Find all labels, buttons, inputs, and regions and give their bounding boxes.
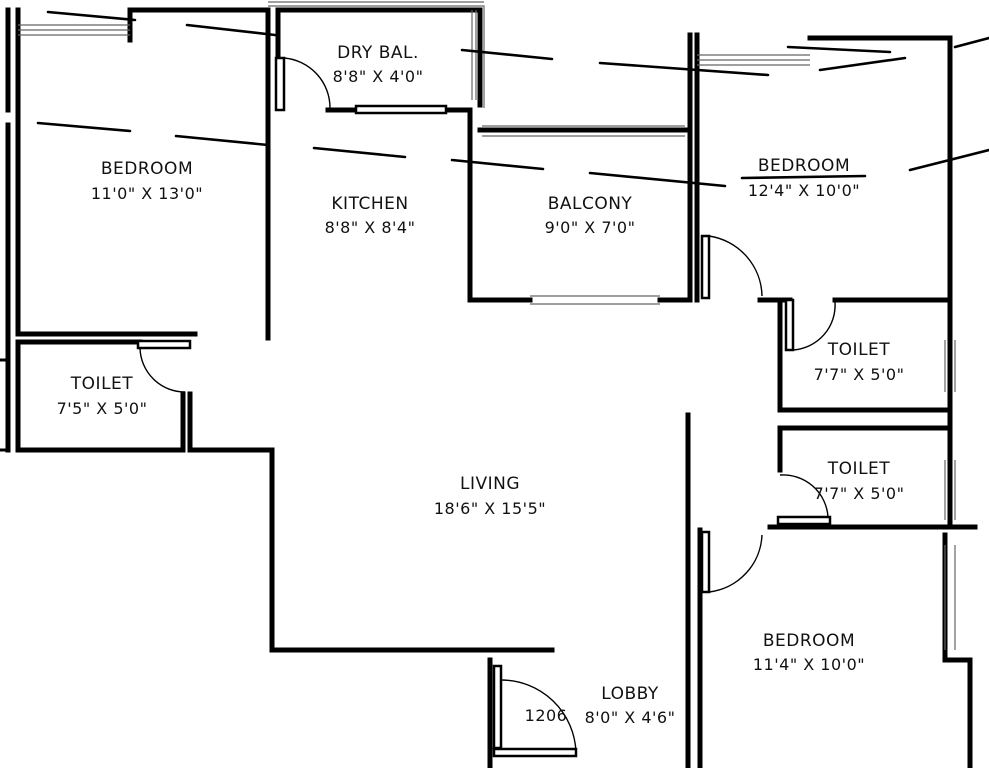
door-main-threshold (492, 747, 578, 758)
room-dim-bedroom-right: 12'4" X 10'0" (748, 181, 860, 200)
window-balcony-bottom (530, 295, 660, 305)
window-bedroom-right (697, 54, 810, 66)
room-labels: BEDROOM 11'0" X 13'0" DRY BAL. 8'8" X 4'… (57, 43, 905, 727)
door-arc-bedroom-right (708, 235, 763, 297)
room-dim-balcony: 9'0" X 7'0" (545, 218, 636, 237)
door-tag: 1206 (525, 706, 568, 725)
room-dim-living: 18'6" X 15'5" (434, 499, 546, 518)
wall-bedroom-left-top (127, 7, 271, 341)
room-name-living: LIVING (460, 474, 520, 494)
room-name-dry-balcony: DRY BAL. (337, 43, 419, 63)
windows (18, 1, 956, 650)
window-toilet-right-1 (944, 340, 956, 392)
room-name-balcony: BALCONY (548, 194, 633, 214)
doors (136, 56, 836, 758)
room-dim-lobby: 8'0" X 4'6" (585, 708, 676, 727)
door-arc-toilet-left (139, 347, 186, 393)
wall-left-stub (0, 358, 8, 452)
door-dry-balcony (274, 56, 286, 112)
door-toilet-right-1 (784, 298, 795, 352)
wall-bedroom-right (807, 35, 953, 528)
door-arc-toilet-right-2 (779, 474, 829, 518)
wall-toilet-right-1 (777, 297, 948, 413)
door-main-entrance (492, 664, 503, 750)
room-name-bedroom-bottom: BEDROOM (763, 631, 855, 651)
room-name-lobby: LOBBY (601, 684, 659, 704)
window-toilet-right-2 (944, 460, 956, 520)
room-dim-toilet-left: 7'5" X 5'0" (57, 399, 148, 418)
door-bedroom-right (700, 234, 711, 300)
room-dim-dry-balcony: 8'8" X 4'0" (333, 67, 424, 86)
room-dim-bedroom-left: 11'0" X 13'0" (91, 184, 203, 203)
window-balcony-top (482, 125, 685, 137)
door-arc-dry-balcony (283, 57, 331, 109)
wall-dry-balcony (275, 7, 483, 108)
wall-bedroom-bottom-right (942, 532, 973, 768)
overlay-lines (36, 10, 989, 188)
wall-living-left (187, 391, 555, 653)
room-name-toilet-left: TOILET (70, 374, 133, 394)
door-bedroom-bottom (700, 530, 711, 594)
room-name-bedroom-left: BEDROOM (101, 159, 193, 179)
walls (0, 7, 978, 768)
wall-toilet-left (15, 339, 186, 453)
wall-balcony-right (657, 32, 693, 303)
room-name-kitchen: KITCHEN (331, 194, 408, 214)
window-dry-balcony (268, 1, 485, 108)
room-dim-kitchen: 8'8" X 8'4" (325, 218, 416, 237)
door-toilet-left (136, 339, 192, 350)
door-arc-bedroom-bottom (708, 534, 763, 593)
room-dim-toilet-right-1: 7'7" X 5'0" (814, 365, 905, 384)
door-arc-toilet-right-1 (792, 301, 836, 351)
room-name-toilet-right-2: TOILET (827, 459, 890, 479)
wall-bedroom-left (15, 7, 198, 337)
window-dry-balcony-side (471, 10, 477, 100)
window-bedroom-bottom (944, 545, 956, 650)
door-arc-main-entrance (500, 679, 577, 753)
room-name-bedroom-right: BEDROOM (758, 156, 850, 176)
door-kitchen-slide (354, 104, 448, 115)
room-dim-toilet-right-2: 7'7" X 5'0" (814, 484, 905, 503)
room-name-toilet-right-1: TOILET (827, 340, 890, 360)
room-dim-bedroom-bottom: 11'4" X 10'0" (753, 655, 865, 674)
window-bedroom-left (18, 24, 130, 36)
door-toilet-right-2 (776, 515, 832, 526)
